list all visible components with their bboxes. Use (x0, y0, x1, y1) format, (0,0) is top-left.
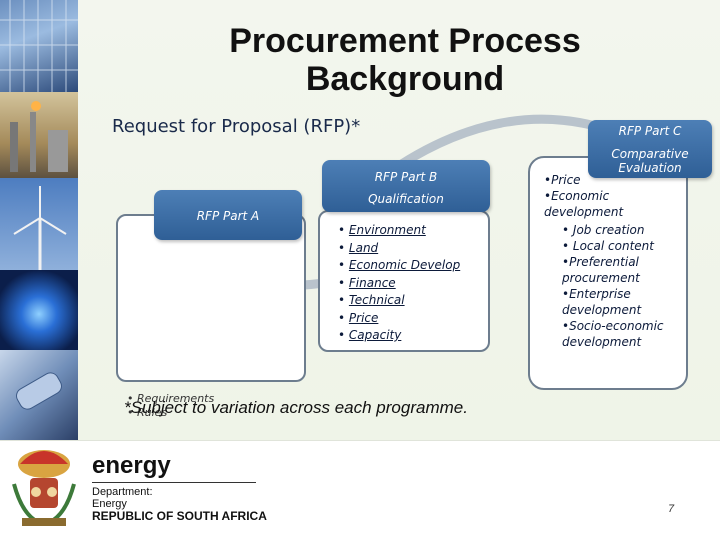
part-c-label-line-2: Comparative (611, 147, 689, 161)
department-name: Energy (92, 498, 127, 510)
part-b-item-text: Economic Develop (348, 258, 461, 272)
part-c-item: • Local content (562, 239, 654, 253)
part-b-item: • Technical (338, 293, 405, 307)
part-b-item-list: • Environment • Land • Economic Develop … (338, 222, 460, 345)
page-number: 7 (668, 503, 675, 515)
part-b-item: • Finance (338, 275, 396, 290)
part-b-item: • Economic Develop (338, 258, 461, 272)
gas-flame-photo (0, 270, 78, 350)
part-a-bullet: • Rules (127, 406, 168, 419)
country-name: REPUBLIC OF SOUTH AFRICA (92, 509, 267, 523)
part-a-label-text: RFP Part A (196, 209, 260, 223)
coat-of-arms-logo (12, 450, 76, 526)
part-a-bullet-text: Rules (137, 406, 168, 419)
nuclear-fuel-photo (0, 350, 78, 440)
part-c-label-line-1: RFP Part C (618, 124, 682, 138)
part-c-item-text: Price (551, 173, 581, 187)
part-c-panel (528, 156, 688, 390)
part-c-item: • Job creation (562, 223, 645, 237)
solar-panel-photo (0, 0, 78, 92)
part-c-item: •Price (544, 173, 581, 187)
part-b-item-text: Finance (348, 275, 396, 290)
part-b-item-text: Land (348, 240, 379, 255)
energy-wordmark: energy (92, 452, 171, 479)
department-label: Department: (92, 486, 153, 498)
part-b-item-text: Environment (348, 223, 426, 237)
part-a-bullet: • Requirements (127, 392, 215, 405)
refinery-photo (0, 92, 78, 178)
part-a-panel (116, 214, 306, 382)
part-b-item-text: Capacity (348, 328, 402, 342)
department-lines: Department: Energy REPUBLIC OF SOUTH AFR… (92, 486, 267, 522)
part-c-label-line-3: Evaluation (618, 161, 682, 175)
part-a-bullets: • Requirements • Rules (127, 392, 214, 420)
part-c-item-text: Job creation (572, 223, 645, 237)
part-c-item-text: Socio-economic development (562, 319, 664, 349)
wind-turbine-photo (0, 178, 78, 270)
part-b-panel (318, 210, 490, 352)
part-b-item: • Land (338, 240, 379, 255)
part-b-label-line-1: RFP Part B (374, 170, 438, 184)
photo-strip (0, 0, 78, 440)
part-b-label: RFP Part B Qualification (322, 160, 490, 212)
slide-subtitle: Request for Proposal (RFP)* (112, 116, 361, 137)
part-c-label: RFP Part C Comparative Evaluation (588, 120, 712, 178)
part-b-label-line-2: Qualification (368, 192, 444, 206)
part-c-item-text: Preferential procurement (562, 255, 640, 285)
part-c-item: •Enterprise development (562, 287, 642, 317)
part-c-item: •Preferential procurement (562, 255, 640, 285)
part-c-item-text: Local content (572, 239, 654, 253)
part-c-item-text: Economic development (544, 189, 624, 219)
footnote: *Subject to variation across each progra… (124, 398, 468, 417)
part-b-item-text: Price (348, 310, 379, 325)
part-c-item-list: •Price •Economic development • Job creat… (544, 172, 684, 350)
part-a-bullet-text: Requirements (137, 392, 215, 405)
slide-title: Procurement Process Background (180, 22, 630, 98)
part-c-item-text: Enterprise development (562, 287, 642, 317)
part-a-label: RFP Part A (154, 190, 302, 240)
footer (0, 440, 720, 541)
title-line-1: Procurement Process (229, 22, 581, 60)
part-b-item: • Environment (338, 223, 426, 237)
part-c-item: •Socio-economic development (562, 319, 664, 349)
part-b-item: • Capacity (338, 328, 402, 342)
part-b-item-text: Technical (348, 293, 405, 307)
part-b-item: • Price (338, 310, 379, 325)
part-c-item: •Economic development (544, 189, 624, 219)
title-line-2: Background (305, 60, 505, 98)
footer-divider (92, 482, 256, 483)
